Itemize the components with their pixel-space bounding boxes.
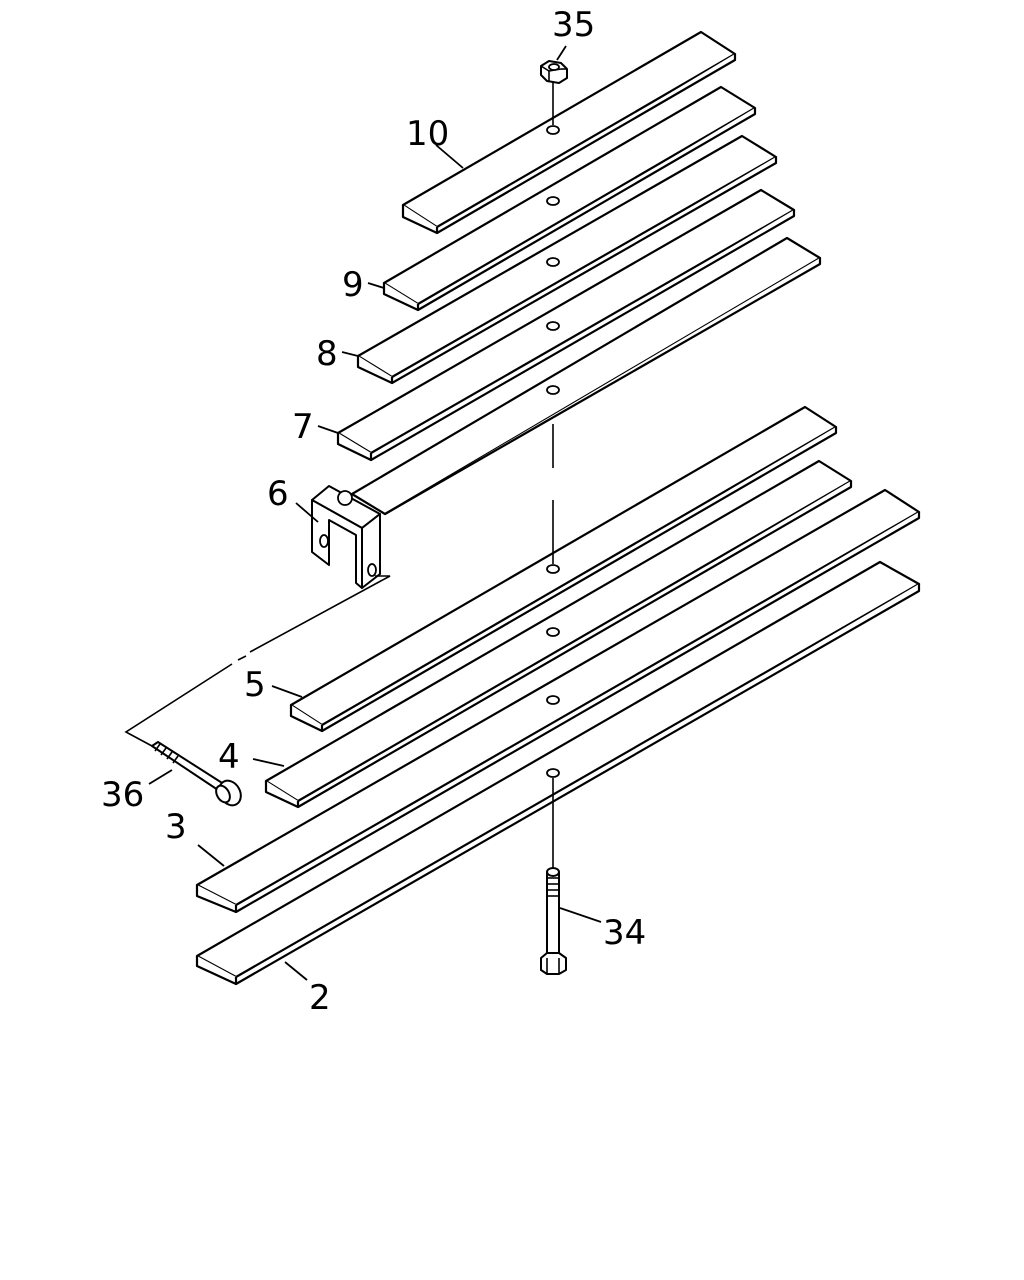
callout-8: 8: [316, 334, 338, 374]
leaf-7: [336, 188, 796, 462]
callout-4: 4: [218, 737, 240, 777]
callout-35: 35: [552, 5, 595, 45]
callout-3: 3: [165, 807, 187, 847]
callout-34: 34: [603, 913, 646, 953]
leaf-4: [264, 459, 853, 809]
leaf-2: [195, 560, 921, 986]
callout-36: 36: [101, 775, 144, 815]
bolt-36-assembly-line: [124, 575, 391, 747]
leaf-6-end-bracket: [311, 485, 381, 589]
callout-9: 9: [342, 265, 364, 305]
leaf-9: [382, 85, 757, 312]
bolt-36: [151, 741, 242, 807]
callout-6: 6: [267, 474, 289, 514]
callout-2: 2: [309, 978, 331, 1018]
callout-labels: 35 10 9 8 7 6 5 4 36 3 34 2: [101, 5, 646, 1018]
leaf-10: [401, 30, 737, 235]
callout-5: 5: [244, 665, 266, 705]
leaf-5: [289, 405, 838, 733]
nut-35: [540, 60, 568, 84]
leader-lines: [148, 45, 602, 981]
leaf-3: [195, 488, 921, 914]
leaf-8: [356, 134, 778, 385]
center-bolt-34: [540, 867, 567, 975]
callout-10: 10: [406, 114, 449, 154]
callout-7: 7: [292, 407, 314, 447]
leaf-6: [350, 236, 822, 516]
